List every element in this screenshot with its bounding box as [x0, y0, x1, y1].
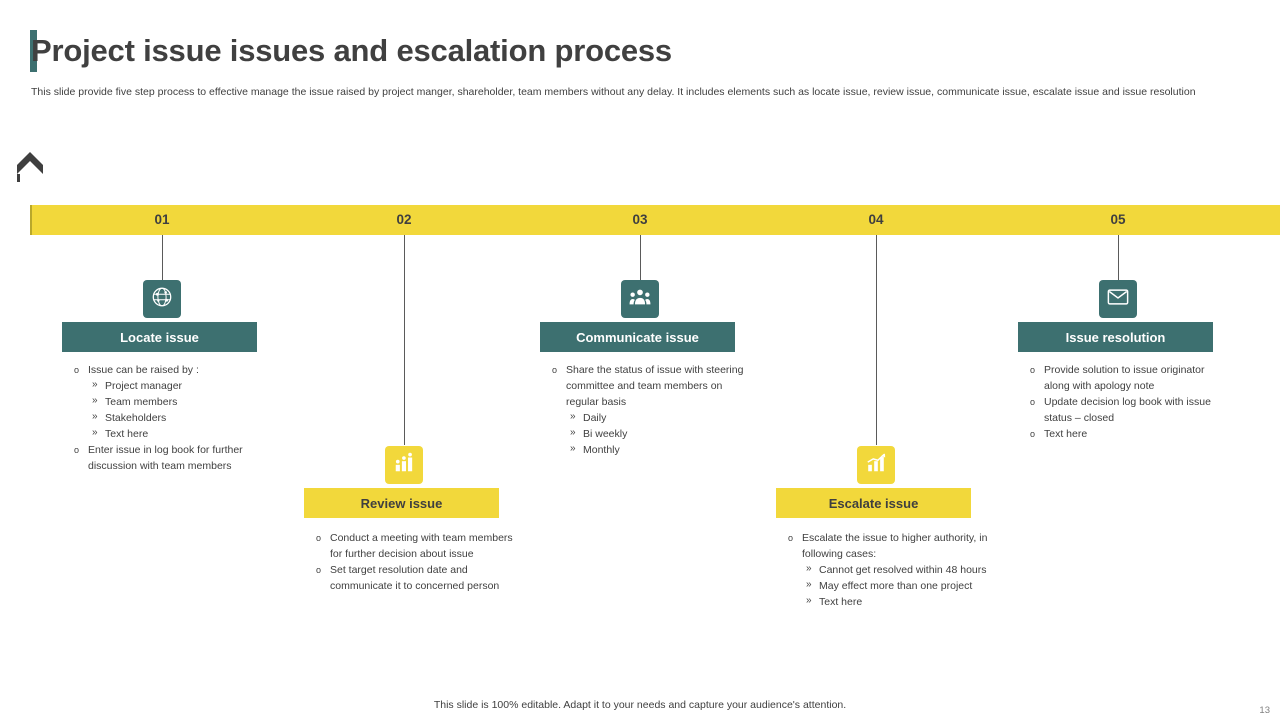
- bullet-marker: »: [806, 563, 812, 574]
- step-icon-badge-03[interactable]: [621, 280, 659, 318]
- bullet-text: Project manager: [105, 380, 183, 392]
- bullet-item: o Update decision log book with issue sta…: [1028, 394, 1223, 426]
- bullet-item: o Issue can be raised by :: [72, 362, 282, 378]
- bullet-marker: o: [788, 533, 794, 543]
- bullet-marker: o: [316, 533, 322, 543]
- step-icon-badge-01[interactable]: [143, 280, 181, 318]
- bullet-marker: o: [316, 565, 322, 575]
- step-bullets-03: o Share the status of issue with steering…: [550, 362, 750, 458]
- bullet-marker: »: [92, 379, 98, 390]
- page-subtitle: This slide provide five step process to …: [31, 86, 1196, 98]
- growth-chart-icon: [865, 452, 887, 479]
- step-number-05: 05: [1110, 212, 1126, 227]
- bullet-marker: »: [806, 579, 812, 590]
- step-bullets-05: o Provide solution to issue originator al…: [1028, 362, 1223, 442]
- bullet-text: Cannot get resolved within 48 hours: [819, 564, 987, 576]
- bullet-item: » Bi weekly: [550, 426, 750, 442]
- bullet-marker: »: [570, 411, 576, 422]
- connector-line-03: [640, 235, 641, 280]
- bullet-text: Set target resolution date and communica…: [330, 564, 500, 592]
- bullet-item: » Monthly: [550, 442, 750, 458]
- connector-line-04: [876, 235, 877, 445]
- step-icon-badge-04[interactable]: [857, 446, 895, 484]
- bullet-item: » Daily: [550, 410, 750, 426]
- title-accent-bar: [30, 30, 37, 72]
- step-bullets-04: o Escalate the issue to higher authority,…: [786, 530, 991, 610]
- bullet-item: » May effect more than one project: [786, 578, 991, 594]
- step-icon-badge-05[interactable]: [1099, 280, 1137, 318]
- step-banner-05[interactable]: Issue resolution: [1018, 322, 1213, 352]
- bullet-marker: »: [92, 427, 98, 438]
- connector-line-01: [162, 235, 163, 280]
- connector-line-05: [1118, 235, 1119, 280]
- step-banner-02[interactable]: Review issue: [304, 488, 499, 518]
- bullet-text: Daily: [583, 412, 607, 424]
- bar-chart-people-icon: [393, 452, 415, 479]
- bullet-item: o Escalate the issue to higher authority,…: [786, 530, 991, 562]
- bullet-text: Text here: [819, 596, 863, 608]
- bullet-item: » Text here: [786, 594, 991, 610]
- bullet-marker: o: [1030, 397, 1036, 407]
- footer-note: This slide is 100% editable. Adapt it to…: [433, 699, 847, 711]
- bullet-text: Text here: [1044, 428, 1088, 440]
- bullet-marker: »: [570, 443, 576, 454]
- bullet-text: Conduct a meeting with team members for …: [330, 532, 513, 560]
- bullet-text: Update decision log book with issue stat…: [1044, 396, 1211, 424]
- up-arrow-icon: [17, 152, 43, 182]
- bullet-item: o Provide solution to issue originator al…: [1028, 362, 1223, 394]
- bullet-text: May effect more than one project: [819, 580, 973, 592]
- bullet-text: Monthly: [583, 444, 620, 456]
- bullet-marker: »: [92, 395, 98, 406]
- bullet-marker: »: [806, 595, 812, 606]
- bullet-item: o Text here: [1028, 426, 1223, 442]
- bullet-text: Share the status of issue with steering …: [566, 364, 744, 408]
- bullet-text: Enter issue in log book for further disc…: [88, 444, 243, 472]
- bullet-item: » Team members: [72, 394, 282, 410]
- page-number: 13: [1259, 705, 1270, 716]
- bullet-item: o Enter issue in log book for further dis…: [72, 442, 282, 474]
- connector-line-02: [404, 235, 405, 445]
- bullet-text: Issue can be raised by :: [88, 364, 199, 376]
- bullet-marker: »: [92, 411, 98, 422]
- step-banner-03[interactable]: Communicate issue: [540, 322, 735, 352]
- bullet-text: Provide solution to issue originator alo…: [1044, 364, 1205, 392]
- step-number-02: 02: [396, 212, 412, 227]
- bullet-marker: »: [570, 427, 576, 438]
- step-icon-badge-02[interactable]: [385, 446, 423, 484]
- step-bullets-01: o Issue can be raised by : » Project manag…: [72, 362, 282, 474]
- bullet-marker: o: [552, 365, 558, 375]
- step-banner-01[interactable]: Locate issue: [62, 322, 257, 352]
- people-group-icon: [629, 286, 651, 313]
- page-title: Project issue issues and escalation proc…: [31, 33, 672, 68]
- bullet-marker: o: [74, 445, 80, 455]
- step-number-03: 03: [632, 212, 648, 227]
- bullet-text: Bi weekly: [583, 428, 628, 440]
- step-number-01: 01: [154, 212, 170, 227]
- bullet-marker: o: [1030, 429, 1036, 439]
- bullet-item: » Project manager: [72, 378, 282, 394]
- bullet-item: » Cannot get resolved within 48 hours: [786, 562, 991, 578]
- bullet-marker: o: [74, 365, 80, 375]
- globe-network-icon: [151, 286, 173, 313]
- step-banner-04[interactable]: Escalate issue: [776, 488, 971, 518]
- bullet-text: Escalate the issue to higher authority, …: [802, 532, 988, 560]
- step-bullets-02: o Conduct a meeting with team members for…: [314, 530, 514, 594]
- bullet-item: o Conduct a meeting with team members for…: [314, 530, 514, 562]
- bullet-item: » Stakeholders: [72, 410, 282, 426]
- bullet-item: o Share the status of issue with steering…: [550, 362, 750, 410]
- bullet-text: Team members: [105, 396, 178, 408]
- step-number-04: 04: [868, 212, 884, 227]
- bullet-text: Stakeholders: [105, 412, 167, 424]
- timeline-band-edge: [30, 205, 32, 235]
- bullet-item: o Set target resolution date and communic…: [314, 562, 514, 594]
- bullet-item: » Text here: [72, 426, 282, 442]
- bullet-marker: o: [1030, 365, 1036, 375]
- bullet-text: Text here: [105, 428, 149, 440]
- timeline-band: [30, 205, 1280, 235]
- envelope-mail-icon: [1107, 288, 1129, 311]
